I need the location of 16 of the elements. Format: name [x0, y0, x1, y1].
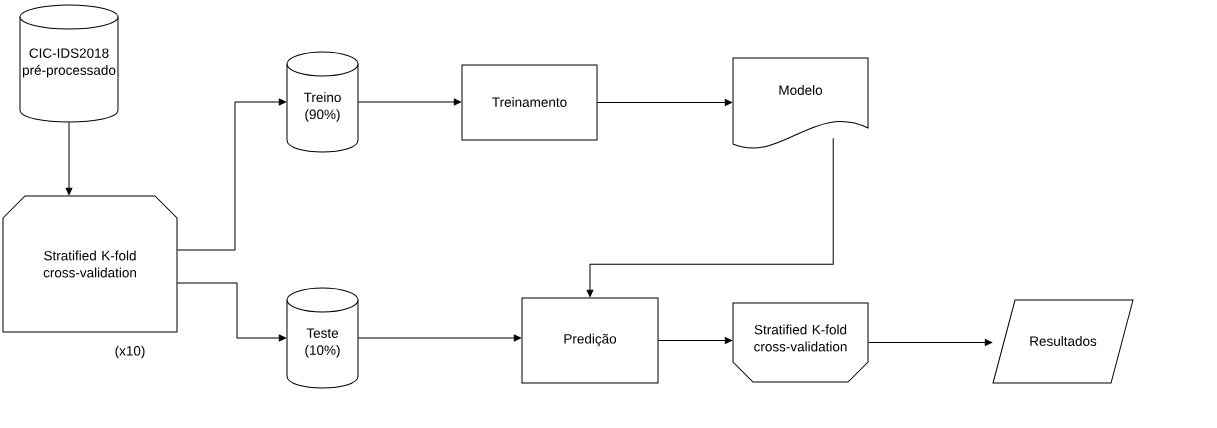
arrow: [357, 98, 462, 106]
data-parallelogram: Resultados: [992, 299, 1134, 384]
arrow: [357, 334, 522, 342]
arrow: [596, 99, 733, 106]
arrow: [176, 98, 287, 251]
arrow: [586, 137, 834, 298]
database-cylinder: CIC-IDS2018 pré-processado: [19, 4, 119, 123]
arrow: [65, 121, 73, 196]
database-cylinder: Treino (90%): [286, 51, 359, 153]
arrow: [657, 337, 733, 344]
arrow: [867, 339, 993, 346]
process-box: Predição: [521, 297, 659, 384]
process-box: Treinamento: [461, 64, 598, 141]
arrow: [176, 282, 287, 342]
loop-count: (x10): [115, 345, 145, 359]
database-cylinder: Teste (10%): [286, 287, 359, 389]
